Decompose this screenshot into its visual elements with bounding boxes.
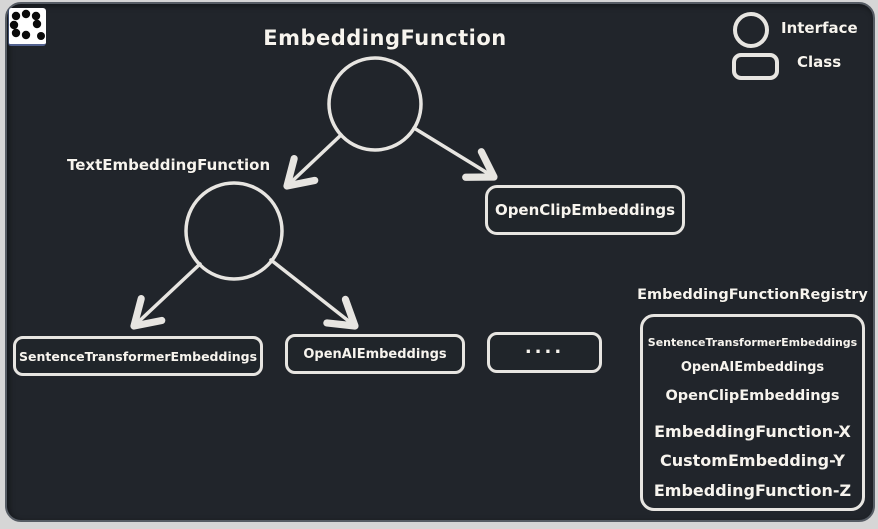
registry-item: OpenAIEmbeddings [680, 360, 825, 375]
arrow-root-to-openclip [412, 126, 498, 181]
openai-embeddings-label: OpenAIEmbeddings [303, 346, 447, 362]
arrow-text-to-sentence-transformer [130, 262, 202, 330]
more-classes-box: .... [487, 332, 602, 373]
registry-item: OpenClipEmbeddings [665, 388, 840, 404]
open-clip-embeddings-box: OpenClipEmbeddings [485, 185, 685, 235]
open-clip-embeddings-label: OpenClipEmbeddings [494, 201, 676, 219]
more-classes-label: .... [524, 337, 565, 358]
arrow-root-to-text-embedding [283, 133, 343, 190]
sentence-transformer-embeddings-box: SentenceTransformerEmbeddings [13, 336, 263, 376]
legend-interface-icon [733, 12, 769, 48]
text-embedding-function-label: TextEmbeddingFunction [67, 156, 271, 174]
legend-class-label: Class [797, 53, 842, 71]
embedding-function-registry-box: SentenceTransformerEmbeddings OpenAIEmbe… [640, 314, 865, 511]
dark-canvas-panel [5, 2, 875, 522]
sentence-transformer-embeddings-label: SentenceTransformerEmbeddings [18, 348, 258, 364]
dots-logo [8, 8, 46, 46]
legend-interface-label: Interface [781, 19, 858, 37]
legend-class-icon [732, 53, 779, 80]
registry-title: EmbeddingFunctionRegistry [637, 287, 868, 303]
interface-node-text-embedding-function [184, 181, 284, 281]
arrow-text-to-openai [269, 258, 359, 330]
page-title: EmbeddingFunction [263, 26, 507, 50]
openai-embeddings-box: OpenAIEmbeddings [285, 334, 465, 374]
dots-logo-glyph [9, 9, 45, 40]
registry-item: CustomEmbedding-Y [660, 451, 845, 470]
interface-node-embedding-function [327, 56, 423, 152]
registry-item: EmbeddingFunction-Z [653, 481, 852, 500]
registry-item: EmbeddingFunction-X [654, 422, 851, 441]
registry-item: SentenceTransformerEmbeddings [647, 336, 858, 349]
